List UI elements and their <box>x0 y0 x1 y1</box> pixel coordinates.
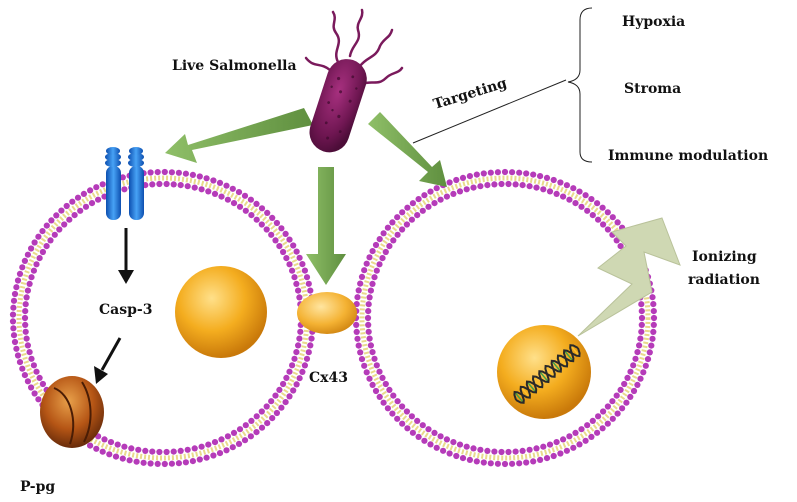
left-cell-membrane <box>9 168 317 468</box>
dna-helix-icon <box>513 344 581 404</box>
arrow-casp3-to-ppg <box>94 337 122 384</box>
salmonella-bacterium <box>309 59 367 153</box>
right-cell-membrane <box>352 168 658 468</box>
p-gp-icon <box>40 376 104 448</box>
stroma-label: Stroma <box>624 81 681 97</box>
targeting-bracket <box>412 7 593 163</box>
lightning-icon <box>577 217 681 337</box>
p-pg-label: P-pg <box>20 479 55 495</box>
ionizing-label: Ionizing <box>692 249 757 265</box>
targeting-label: Targeting <box>431 75 509 113</box>
radiation-label: radiation <box>688 272 760 288</box>
arrow-receptor-to-casp3 <box>118 228 134 284</box>
arrow-to-right-cell <box>368 112 447 187</box>
live-salmonella-label: Live Salmonella <box>172 58 297 74</box>
immune-modulation-label: Immune modulation <box>608 148 768 164</box>
casp3-label: Casp-3 <box>99 302 152 318</box>
cx43-label: Cx43 <box>309 370 348 386</box>
arrow-to-cx43 <box>306 167 346 285</box>
bacterium-flagella <box>304 8 404 86</box>
left-nucleus <box>175 266 267 358</box>
hypoxia-label: Hypoxia <box>622 14 685 30</box>
cx43-connexin <box>297 292 357 334</box>
arrow-to-receptor <box>165 108 313 163</box>
receptor-icon <box>105 147 144 220</box>
